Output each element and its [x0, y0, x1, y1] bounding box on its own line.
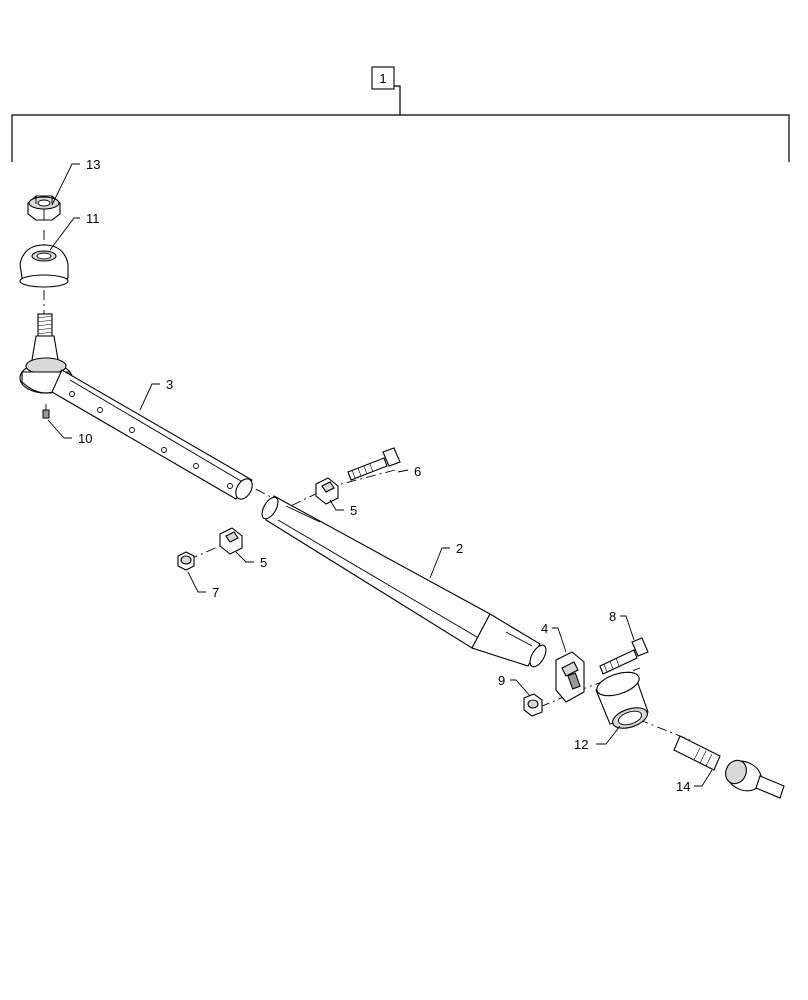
callout-6: 6: [414, 464, 421, 479]
assembly-bracket: 1: [11, 66, 790, 162]
centerlines: [43, 230, 691, 741]
tie-rod-end: [19, 313, 253, 500]
callout-1: 1: [379, 71, 386, 86]
callout-5-lower: 5: [260, 555, 267, 570]
bolt-8: [599, 637, 649, 675]
tube: [261, 495, 547, 668]
callout-13: 13: [86, 157, 100, 172]
nut-9: [523, 693, 543, 717]
callout-10: 10: [78, 431, 92, 446]
callout-12: 12: [574, 737, 588, 752]
callout-labels: 13 11 3 10 6 5 5 7 2 4 8 9 12 14: [78, 157, 690, 794]
callout-3: 3: [166, 377, 173, 392]
nut-7: [177, 551, 195, 571]
callout-14: 14: [676, 779, 690, 794]
bushing: [595, 671, 649, 729]
callout-2: 2: [456, 541, 463, 556]
callout-11: 11: [86, 211, 100, 226]
callout-8: 8: [609, 609, 616, 624]
callout-9: 9: [498, 673, 505, 688]
castle-nut: [27, 195, 61, 221]
callout-7: 7: [212, 585, 219, 600]
spacer-upper: [315, 477, 339, 505]
leader-lines: [47, 163, 713, 787]
clamp: [555, 651, 585, 703]
callout-5-upper: 5: [350, 503, 357, 518]
dust-boot: [19, 244, 69, 288]
grease-fitting: [42, 404, 50, 419]
spacer-lower: [219, 527, 243, 555]
callout-4: 4: [541, 621, 548, 636]
inner-tie-rod: [673, 735, 785, 799]
bolt-6: [347, 447, 401, 481]
